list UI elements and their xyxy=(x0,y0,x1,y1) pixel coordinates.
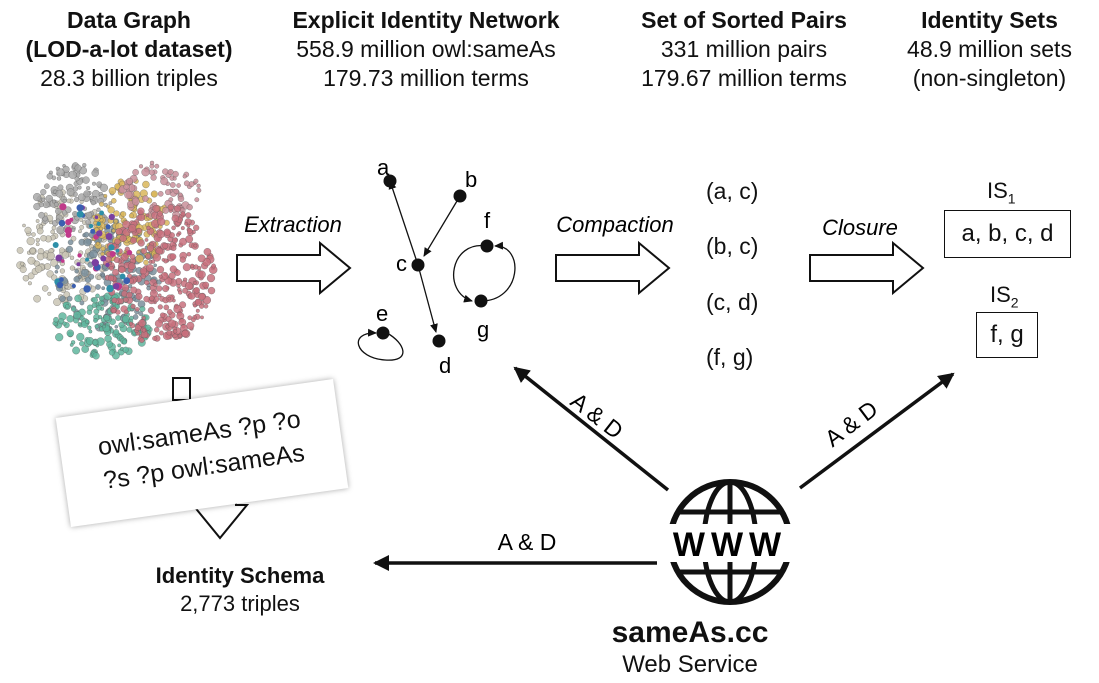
pair-item: (f, g) xyxy=(706,344,754,370)
node-label-e: e xyxy=(376,301,388,326)
identity-set-2-box: f, g xyxy=(976,312,1038,358)
node-label-b: b xyxy=(465,167,477,192)
header-stat: 558.9 million owl:sameAs xyxy=(296,36,556,62)
pair-item: (c, d) xyxy=(706,289,759,315)
header-stat: 28.3 billion triples xyxy=(40,65,218,91)
edge-c-a xyxy=(388,180,419,266)
node-label-f: f xyxy=(484,208,491,233)
header-stat: (non-singleton) xyxy=(912,65,1067,91)
schema-arrow xyxy=(172,377,191,401)
schema-count: 2,773 triples xyxy=(180,591,300,616)
is2-label: IS xyxy=(990,282,1011,307)
pair-item: (b, c) xyxy=(706,233,759,259)
edge-g-f xyxy=(479,241,516,302)
lod-cloud-image xyxy=(16,160,218,360)
identity-schema-block: Identity Schema 2,773 triples xyxy=(110,562,370,618)
pair-item: (a, c) xyxy=(706,178,759,204)
identity-network-graph: a b c d e f g xyxy=(357,155,516,378)
header-sorted-pairs: Set of Sorted Pairs 331 million pairs 17… xyxy=(610,6,878,93)
header-data-graph: Data Graph (LOD-a-lot dataset) 28.3 bill… xyxy=(0,6,258,93)
edge-c-d xyxy=(417,264,438,333)
header-title: Set of Sorted Pairs xyxy=(641,7,847,33)
schema-title: Identity Schema xyxy=(155,563,325,588)
globe-www-text: WWW xyxy=(673,526,787,564)
header-title: Data Graph xyxy=(67,7,191,33)
access-arrow-network xyxy=(513,366,670,492)
node-d xyxy=(432,334,446,348)
closure-arrow xyxy=(809,240,925,296)
node-label-a: a xyxy=(377,155,390,180)
node-b xyxy=(453,189,467,203)
compaction-arrow xyxy=(555,240,671,296)
node-label-d: d xyxy=(439,353,451,378)
edge-b-c xyxy=(423,195,461,257)
is1-label: IS xyxy=(987,178,1008,203)
service-subtitle: Web Service xyxy=(622,651,758,678)
access-label-schema: A & D xyxy=(498,529,557,555)
is1-subscript: 1 xyxy=(1007,190,1016,207)
header-stat: 179.73 million terms xyxy=(323,65,529,91)
node-c xyxy=(411,258,425,272)
globe-icon: WWW xyxy=(664,479,796,605)
edge-e-e xyxy=(357,328,404,361)
header-title: Explicit Identity Network xyxy=(292,7,560,33)
extraction-label: Extraction xyxy=(244,212,342,237)
header-identity-network: Explicit Identity Network 558.9 million … xyxy=(263,6,589,93)
header-stat: 179.67 million terms xyxy=(641,65,847,91)
web-service-block: sameAs.cc Web Service xyxy=(600,617,780,681)
node-g xyxy=(474,294,488,308)
header-title: Identity Sets xyxy=(921,7,1058,33)
identity-set-1-box: a, b, c, d xyxy=(944,210,1071,258)
is2-subscript: 2 xyxy=(1010,294,1019,311)
edge-f-g xyxy=(452,245,488,303)
header-identity-sets: Identity Sets 48.9 million sets (non-sin… xyxy=(880,6,1099,93)
node-label-c: c xyxy=(396,251,407,276)
header-stat: 331 million pairs xyxy=(660,36,828,62)
extraction-arrow xyxy=(236,240,352,296)
node-a xyxy=(383,174,397,188)
header-title-line2: (LOD-a-lot dataset) xyxy=(25,36,233,62)
identity-set-1-title: IS1 xyxy=(987,178,1016,206)
header-stat: 48.9 million sets xyxy=(907,36,1072,62)
node-f xyxy=(480,239,494,253)
access-label-sets: A & D xyxy=(820,396,883,452)
node-label-g: g xyxy=(477,317,489,342)
node-e xyxy=(376,326,390,340)
identity-set-2-title: IS2 xyxy=(990,282,1019,310)
service-name: sameAs.cc xyxy=(611,616,769,649)
compaction-label: Compaction xyxy=(556,212,673,237)
access-arrow-sets xyxy=(798,372,955,490)
closure-label: Closure xyxy=(822,215,898,240)
